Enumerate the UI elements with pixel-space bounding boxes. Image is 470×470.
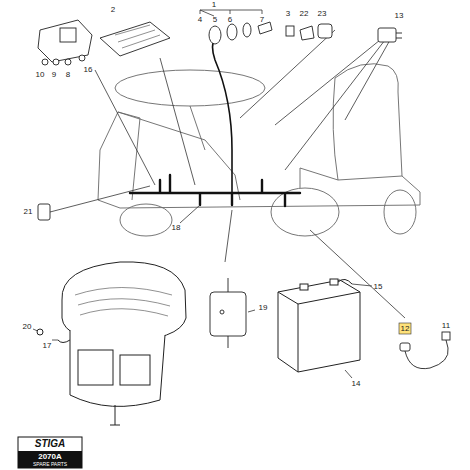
callout-number: 15: [374, 283, 383, 291]
callout-number: 19: [259, 304, 268, 312]
engine: [37, 262, 186, 425]
callout-number: 11: [442, 322, 450, 330]
callout-number: 5: [213, 16, 217, 24]
callout-number: 21: [24, 208, 33, 216]
leader-lines: [33, 10, 405, 378]
callout-number: 9: [52, 71, 56, 79]
logo-text: SPARE PARTS: [33, 462, 67, 467]
logo-box: [18, 437, 82, 468]
sensor-wire: [400, 332, 450, 369]
callout-number: 7: [260, 16, 264, 24]
callout-number: 1: [212, 1, 216, 9]
callout-number: 18: [172, 224, 181, 232]
callout-number: 10: [36, 71, 45, 79]
callout-number: 2: [111, 6, 115, 14]
battery: [278, 279, 360, 372]
callout-number: 4: [198, 16, 202, 24]
seat-switch-pad: [100, 22, 170, 56]
switch-parts: [286, 24, 332, 40]
logo-text: 2070A: [38, 453, 62, 461]
callout-number: 20: [23, 323, 32, 331]
callout-number: 17: [43, 342, 52, 350]
callout-number: 22: [300, 10, 309, 18]
callout-number: 12: [401, 325, 410, 333]
battery-charger: [210, 278, 246, 348]
callout-number: 16: [84, 66, 93, 74]
tractor-outline: [98, 64, 420, 236]
callout-number: 23: [318, 10, 327, 18]
highlight-box: [399, 323, 411, 334]
fuse-holder: [38, 204, 50, 220]
callout-number: 3: [286, 10, 290, 18]
callout-number: 13: [395, 12, 404, 20]
relay: [378, 28, 402, 42]
switch-unit: [38, 20, 92, 65]
callout-number: 6: [228, 16, 232, 24]
callout-number: 14: [352, 380, 361, 388]
logo-text: STIGA: [35, 439, 66, 449]
ignition-switch: [209, 22, 272, 44]
wiring-harness: [130, 38, 300, 206]
callout-number: 8: [66, 71, 70, 79]
